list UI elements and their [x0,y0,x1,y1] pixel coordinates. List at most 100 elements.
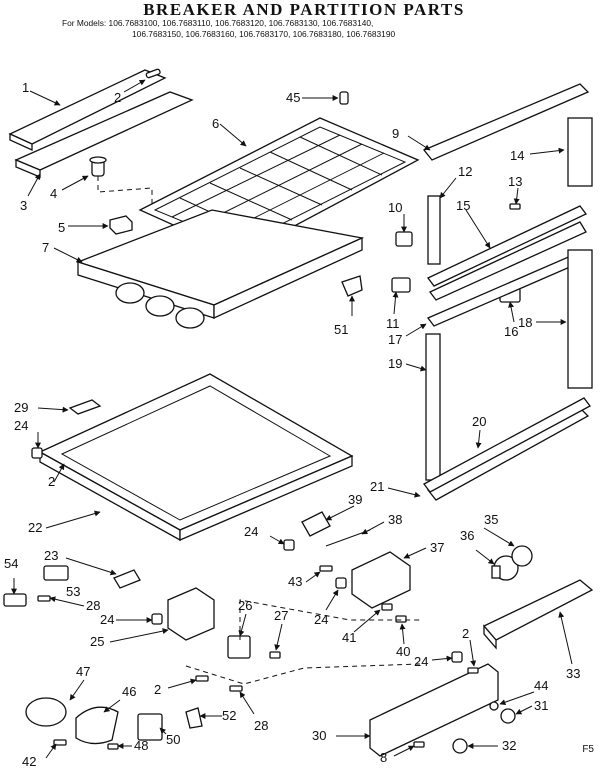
part-4-bushing [89,156,107,177]
part-14-side-strip [567,117,593,187]
part-label-29: 29 [14,400,28,415]
part-label-24e: 24 [414,654,428,669]
part-label-46: 46 [122,684,136,699]
part-13-screw [509,203,521,210]
part-label-36: 36 [460,528,474,543]
part-2-screw [195,675,209,682]
part-label-51: 51 [334,322,348,337]
part-label-5: 5 [58,220,65,235]
part-label-2b: 2 [48,474,55,489]
part-label-33: 33 [566,666,580,681]
part-38-wire [325,529,371,547]
part-2-screw [467,667,479,674]
part-label-42: 42 [22,754,36,768]
part-2-screw [145,68,161,79]
part-label-32: 32 [502,738,516,753]
part-53-switch [43,565,69,581]
part-41-screw [381,603,393,611]
part-label-2: 2 [114,90,121,105]
part-37-light-housing [351,551,411,609]
part-5-block [109,215,133,235]
part-11-clip [391,277,411,293]
part-label-21: 21 [370,479,384,494]
model-list: For Models: 106.7683100, 106.7683110, 10… [62,18,602,40]
part-label-8: 8 [380,750,387,765]
part-54-terminal [3,593,27,607]
part-label-27: 27 [274,608,288,623]
part-24-nut [31,447,43,459]
part-51-clip [341,275,363,297]
part-label-10: 10 [388,200,402,215]
part-label-40: 40 [396,644,410,659]
part-45-screw [339,91,349,105]
part-label-48: 48 [134,738,148,753]
part-30-control-panel [369,663,499,757]
part-label-31: 31 [534,698,548,713]
part-label-15: 15 [456,198,470,213]
part-label-24: 24 [14,418,28,433]
part-32-knob [452,738,468,754]
models-prefix: For Models: [62,18,107,28]
part-15-partition-strip [427,205,587,301]
part-50-connector-block [137,713,163,741]
part-1-breaker-strip [8,69,167,152]
part-label-25: 25 [90,634,104,649]
part-26-switch [227,635,251,659]
part-9-partition-top [422,83,590,161]
part-22-shelf-pan [38,373,354,542]
models-line-2: 106.7683150, 106.7683160, 106.7683170, 1… [132,29,396,39]
part-label-26: 26 [238,598,252,613]
part-44-knob [489,701,499,711]
part-label-6: 6 [212,116,219,131]
part-label-12: 12 [458,164,472,179]
part-36-lamp-bulb [491,555,519,581]
part-35-lamp-bulb [511,545,533,567]
part-47-harness [25,697,67,727]
part-label-20: 20 [472,414,486,429]
part-label-52: 52 [222,708,236,723]
part-label-43: 43 [288,574,302,589]
part-label-41: 41 [342,630,356,645]
part-33-light-shield [482,579,594,650]
part-43-screw [319,565,333,572]
part-label-35: 35 [484,512,498,527]
part-24-nut [335,577,347,589]
part-52-clip [185,707,203,729]
part-7-breaker-trough [76,209,365,329]
models-line-1: 106.7683100, 106.7683110, 106.7683120, 1… [108,18,374,28]
part-42-screw [53,739,67,746]
part-28-screw [229,685,243,692]
part-24-nut [451,651,463,663]
part-40-screw [395,615,407,623]
part-8-screw [413,741,425,748]
part-19-vertical-partition [425,333,441,481]
part-label-11: 11 [386,316,400,331]
part-label-47: 47 [76,664,90,679]
part-label-17: 17 [388,332,402,347]
part-label-38: 38 [388,512,402,527]
part-label-28b: 28 [254,718,268,733]
part-label-16: 16 [504,324,518,339]
part-label-45: 45 [286,90,300,105]
part-label-9: 9 [392,126,399,141]
part-label-19: 19 [388,356,402,371]
part-label-24d: 24 [314,612,328,627]
part-label-24b: 24 [100,612,114,627]
part-25-mount-bracket [167,587,215,641]
part-label-18: 18 [518,315,532,330]
part-label-4: 4 [50,186,57,201]
part-label-7: 7 [42,240,49,255]
part-31-knob [500,708,516,724]
part-label-54: 54 [4,556,18,571]
part-label-14: 14 [510,148,524,163]
part-label-28: 28 [86,598,100,613]
part-label-3: 3 [20,198,27,213]
part-46-lamp-socket [75,706,119,745]
part-label-1: 1 [22,80,29,95]
figure-code: F5 [582,744,594,755]
part-label-13: 13 [508,174,522,189]
part-label-24c: 24 [244,524,258,539]
part-12-vertical-strip [427,195,441,265]
part-18-vertical-side [567,249,593,389]
